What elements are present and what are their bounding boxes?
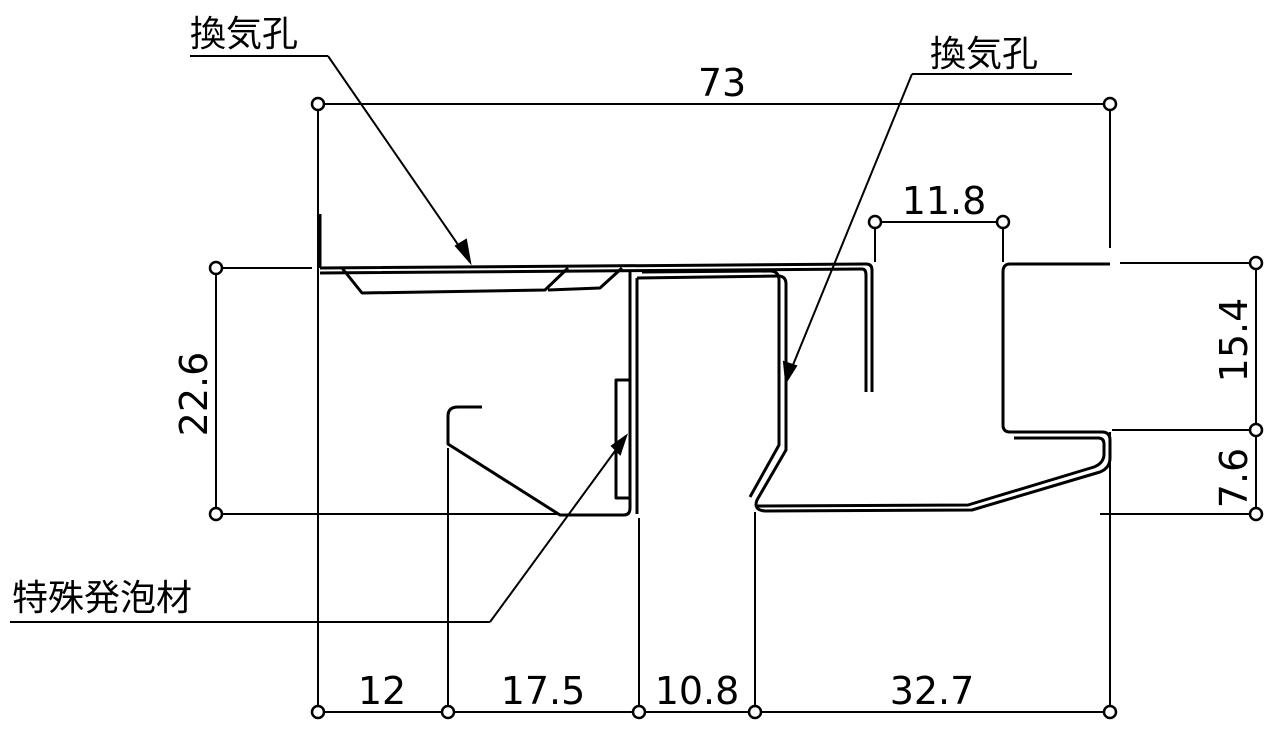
dimension-right-upper-height: 15.4	[1212, 298, 1256, 383]
dimension-bottom-4: 32.7	[890, 669, 975, 713]
dimension-left-height: 22.6	[172, 352, 216, 437]
dimension-bottom-1: 12	[358, 669, 406, 713]
leader-lines	[10, 55, 1072, 623]
dimension-bottom-3: 10.8	[655, 669, 740, 713]
dimension-overall-width: 73	[698, 61, 746, 105]
dimension-right-lower-height: 7.6	[1212, 448, 1256, 508]
dimension-bottom-2: 17.5	[501, 669, 586, 713]
callout-vent-hole-left: 換気孔	[190, 14, 298, 55]
dimension-markers	[208, 96, 1264, 720]
dimension-lines	[215, 103, 1262, 713]
callout-special-foam: 特殊発泡材	[12, 578, 192, 619]
dimension-top-right-width: 11.8	[902, 179, 987, 223]
callout-vent-hole-right: 換気孔	[930, 34, 1038, 75]
profile-body	[318, 214, 1112, 517]
